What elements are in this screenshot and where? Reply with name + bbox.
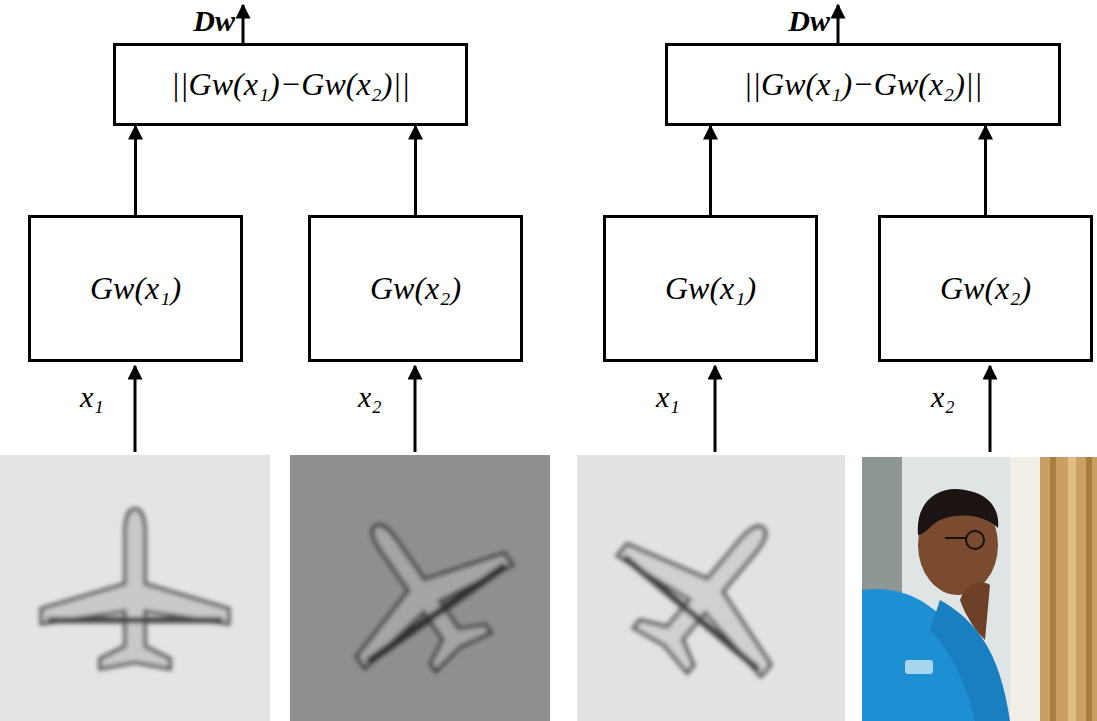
output-arrows	[243, 5, 838, 43]
illustration-part	[589, 467, 835, 710]
input-arrow	[134, 366, 137, 452]
connector-arrow	[709, 126, 712, 215]
node-text: Gw(x₁)	[90, 270, 181, 307]
photo-ground	[862, 457, 1097, 721]
illustration-part	[48, 617, 223, 623]
encoder-box: Gw(x₂)	[308, 215, 523, 362]
input-label: x₁	[656, 380, 680, 413]
encoder-box: Gw(x₁)	[28, 215, 243, 362]
input-label: x₂	[358, 380, 382, 413]
window-light	[1010, 457, 1097, 721]
input-arrow	[989, 366, 992, 452]
photo-ground	[0, 455, 270, 721]
output-label: Dw	[788, 4, 830, 37]
input-arrow	[414, 366, 417, 452]
node-text: Gw(x₂)	[940, 270, 1031, 307]
encoder-box: Gw(x₂)	[878, 215, 1093, 362]
connector-arrow	[134, 126, 137, 215]
hand	[960, 582, 990, 640]
node-text: ||Gw(x₁)−Gw(x₂)||	[744, 66, 983, 103]
plane-figure	[41, 509, 229, 669]
distance-box: ||Gw(x₁)−Gw(x₂)||	[113, 43, 468, 126]
illustration-part	[41, 509, 229, 669]
output-label: Dw	[193, 4, 235, 37]
curtain-fold	[1068, 457, 1076, 721]
curtain-fold	[1086, 457, 1092, 721]
photo-ground	[577, 455, 845, 721]
output-arrow	[242, 5, 245, 43]
connector-arrow	[984, 126, 987, 215]
encoder-box: Gw(x₁)	[603, 215, 818, 362]
illustration-part	[302, 474, 538, 703]
plane-photo	[577, 455, 845, 721]
shirt-print	[905, 660, 933, 674]
plane-photo	[290, 455, 550, 721]
node-text: ||Gw(x₁)−Gw(x₂)||	[171, 66, 410, 103]
output-arrow	[837, 5, 840, 43]
plane-figure	[302, 474, 538, 703]
illustration-part	[368, 565, 506, 661]
node-text: Gw(x₂)	[370, 270, 461, 307]
input-arrows	[135, 366, 990, 452]
connector-arrow	[414, 126, 417, 215]
input-label: x₁	[80, 380, 104, 413]
hair	[918, 489, 998, 535]
person-photo	[862, 457, 1097, 721]
input-label: x₂	[931, 380, 955, 413]
photo-ground	[290, 455, 550, 721]
node-text: Gw(x₁)	[665, 270, 756, 307]
glasses-arm	[945, 537, 966, 539]
plane-figure	[589, 467, 835, 710]
distance-box: ||Gw(x₁)−Gw(x₂)||	[665, 43, 1061, 126]
glasses	[966, 531, 984, 549]
curtain	[1040, 457, 1097, 721]
input-arrow	[714, 366, 717, 452]
illustration-part	[625, 557, 759, 669]
curtain-fold	[1050, 457, 1056, 721]
plane-photo	[0, 455, 270, 721]
